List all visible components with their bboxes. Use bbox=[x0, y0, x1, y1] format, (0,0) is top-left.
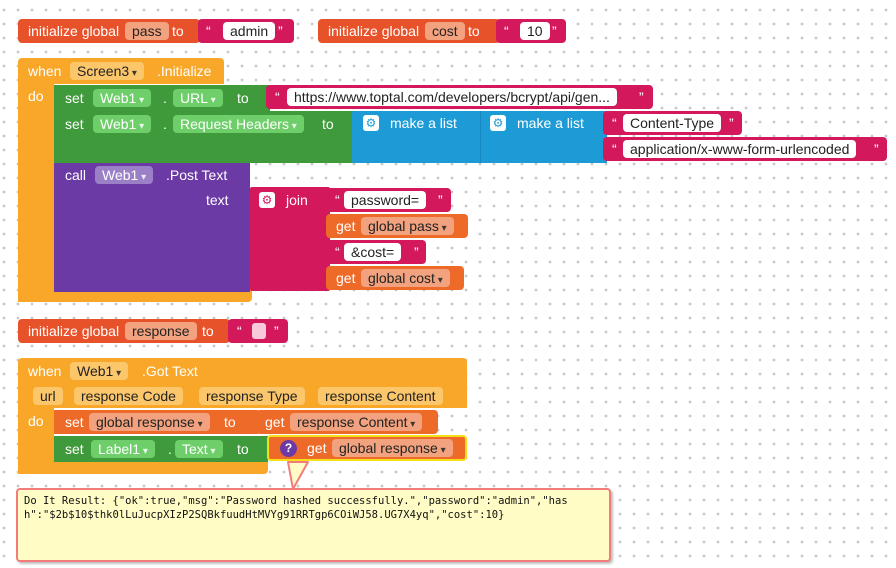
text-block-10[interactable]: “ 10 ” bbox=[496, 19, 566, 43]
join-block[interactable]: ⚙ join bbox=[250, 187, 330, 291]
set-global-response-block[interactable]: set global response to bbox=[54, 410, 258, 434]
to-label: to bbox=[237, 441, 249, 457]
get-label: get bbox=[336, 270, 356, 286]
get-label: get bbox=[265, 414, 285, 430]
text-block-content-type-value[interactable]: “ application/x-www-form-urlencoded ” bbox=[603, 137, 887, 161]
component-dropdown[interactable]: Screen3 bbox=[70, 62, 144, 80]
gear-icon[interactable]: ⚙ bbox=[259, 192, 275, 208]
component-dropdown[interactable]: Web1 bbox=[93, 115, 152, 133]
init-global-response-block[interactable]: initialize global response to bbox=[18, 319, 230, 343]
component-dropdown[interactable]: Label1 bbox=[91, 440, 155, 458]
property-dropdown[interactable]: Request Headers bbox=[173, 115, 304, 133]
when-label: when bbox=[28, 63, 62, 79]
text-value-field[interactable]: admin bbox=[223, 22, 276, 40]
param-url[interactable]: url bbox=[33, 387, 63, 405]
get-global-cost-block[interactable]: get global cost bbox=[326, 266, 464, 290]
event-label: .Initialize bbox=[157, 63, 212, 79]
text-param-label: text bbox=[206, 192, 229, 208]
call-web1-post-text-block[interactable]: call Web1 .Post Text text bbox=[54, 163, 250, 292]
screen-initialize-footer bbox=[18, 290, 252, 302]
init-label: initialize global bbox=[328, 23, 420, 39]
text-value-field[interactable]: 10 bbox=[520, 22, 550, 40]
do-label: do bbox=[28, 413, 44, 429]
text-value-field[interactable]: password= bbox=[344, 191, 427, 209]
gear-icon[interactable]: ⚙ bbox=[490, 115, 506, 131]
variable-dropdown[interactable]: global pass bbox=[361, 217, 454, 235]
make-list-label: make a list bbox=[390, 115, 457, 131]
join-label: join bbox=[286, 192, 308, 208]
var-name-field[interactable]: response bbox=[125, 322, 197, 340]
text-block-cost[interactable]: “ &cost= ” bbox=[326, 240, 426, 264]
param-response-code[interactable]: response Code bbox=[74, 387, 183, 405]
variable-dropdown[interactable]: global cost bbox=[361, 269, 450, 287]
component-dropdown[interactable]: Web1 bbox=[95, 166, 154, 184]
screen-initialize-do-rail: do bbox=[18, 82, 54, 302]
text-value-field[interactable]: &cost= bbox=[344, 243, 402, 261]
set-label1-text-block[interactable]: set Label1 . Text to bbox=[54, 436, 268, 462]
to-label: to bbox=[202, 323, 214, 339]
get-global-pass-block[interactable]: get global pass bbox=[326, 214, 468, 238]
variable-dropdown[interactable]: response Content bbox=[290, 413, 423, 431]
var-name-field[interactable]: cost bbox=[425, 22, 465, 40]
text-block-password[interactable]: “ password= ” bbox=[326, 188, 451, 212]
to-label: to bbox=[237, 90, 249, 106]
text-block-content-type[interactable]: “ Content-Type ” bbox=[603, 111, 742, 135]
get-label: get bbox=[307, 440, 327, 456]
text-block-url[interactable]: “ https://www.toptal.com/developers/bcry… bbox=[266, 85, 653, 109]
variable-dropdown[interactable]: global response bbox=[332, 439, 453, 457]
set-label: set bbox=[65, 90, 84, 106]
init-global-cost-block[interactable]: initialize global cost to bbox=[318, 19, 500, 43]
help-icon[interactable]: ? bbox=[280, 440, 297, 457]
make-list-label: make a list bbox=[517, 115, 584, 131]
set-label: set bbox=[65, 414, 84, 430]
url-value-field[interactable]: https://www.toptal.com/developers/bcrypt… bbox=[287, 88, 617, 106]
property-dropdown[interactable]: Text bbox=[175, 440, 223, 458]
make-a-list-outer-block[interactable]: ⚙ make a list bbox=[352, 111, 482, 163]
get-response-content-block[interactable]: get response Content bbox=[256, 410, 438, 434]
get-global-response-block[interactable]: ? get global response bbox=[267, 435, 467, 461]
init-label: initialize global bbox=[28, 23, 120, 39]
param-response-content[interactable]: response Content bbox=[318, 387, 443, 405]
component-dropdown[interactable]: Web1 bbox=[93, 89, 152, 107]
do-label: do bbox=[28, 88, 44, 104]
text-value-field[interactable]: application/x-www-form-urlencoded bbox=[623, 140, 857, 158]
got-text-footer bbox=[18, 460, 268, 474]
make-a-list-inner-block[interactable]: ⚙ make a list bbox=[480, 111, 607, 163]
screen-initialize-event-block[interactable]: when Screen3 .Initialize bbox=[18, 58, 224, 84]
to-label: to bbox=[172, 23, 184, 39]
set-label: set bbox=[65, 116, 84, 132]
do-it-result-bubble: Do It Result: {"ok":true,"msg":"Password… bbox=[16, 488, 611, 562]
init-label: initialize global bbox=[28, 323, 120, 339]
event-label: .Got Text bbox=[142, 363, 198, 379]
method-label: .Post Text bbox=[166, 167, 228, 183]
set-web1-url-block[interactable]: set Web1 . URL to bbox=[54, 85, 270, 111]
variable-dropdown[interactable]: global response bbox=[89, 413, 210, 431]
set-label: set bbox=[65, 441, 84, 457]
to-label: to bbox=[468, 23, 480, 39]
text-value-field[interactable]: Content-Type bbox=[623, 114, 722, 132]
param-response-type[interactable]: response Type bbox=[199, 387, 305, 405]
text-block-admin[interactable]: “ admin ” bbox=[198, 19, 294, 43]
text-block-empty[interactable]: “ ” bbox=[228, 319, 288, 343]
component-dropdown[interactable]: Web1 bbox=[70, 362, 129, 380]
do-it-result-text: Do It Result: {"ok":true,"msg":"Password… bbox=[24, 495, 568, 521]
get-label: get bbox=[336, 218, 356, 234]
web1-got-text-event-block[interactable]: when Web1 .Got Text url response Code re… bbox=[18, 358, 467, 408]
empty-text-field[interactable] bbox=[252, 323, 266, 339]
property-dropdown[interactable]: URL bbox=[173, 89, 223, 107]
when-label: when bbox=[28, 363, 62, 379]
var-name-field[interactable]: pass bbox=[125, 22, 169, 40]
call-label: call bbox=[65, 167, 87, 183]
to-label: to bbox=[224, 414, 236, 430]
to-label: to bbox=[322, 116, 334, 132]
result-pointer-icon bbox=[287, 461, 309, 490]
init-global-pass-block[interactable]: initialize global pass to bbox=[18, 19, 200, 43]
set-web1-request-headers-block[interactable]: set Web1 . Request Headers to bbox=[54, 111, 355, 163]
gear-icon[interactable]: ⚙ bbox=[363, 115, 379, 131]
